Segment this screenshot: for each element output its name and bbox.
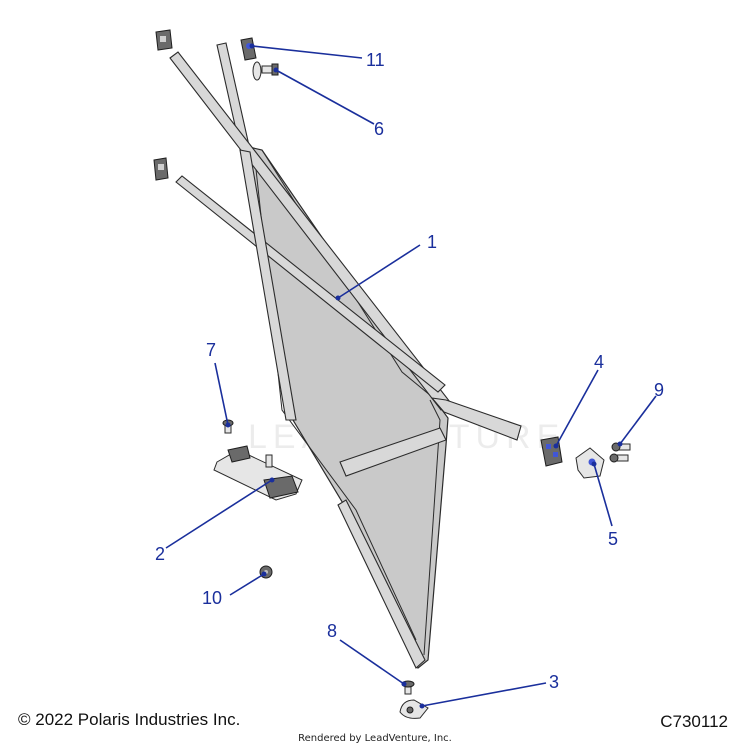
net-strap-diagonal-lower xyxy=(175,175,446,393)
callout-2: 2 xyxy=(155,544,165,564)
leader-8-dot xyxy=(401,681,407,687)
leader-7-dot xyxy=(225,422,231,428)
callout-5: 5 xyxy=(608,529,618,549)
callout-11: 11 xyxy=(366,50,385,70)
part-5-striker xyxy=(575,447,605,479)
window-net-panel xyxy=(153,29,522,669)
leader-8 xyxy=(339,639,405,685)
callout-8: 8 xyxy=(327,621,337,641)
callout-9: 9 xyxy=(654,380,664,400)
leader-10 xyxy=(229,573,265,596)
net-strap-right xyxy=(430,397,522,441)
leader-4 xyxy=(555,369,599,447)
leader-3-dot xyxy=(419,703,425,709)
net-strap-left-edge xyxy=(239,149,297,421)
leader-1 xyxy=(337,244,421,299)
net-panel-body xyxy=(239,144,449,669)
leader-5-dot xyxy=(591,461,597,467)
callout-1: 1 xyxy=(427,232,437,252)
leader-2-dot xyxy=(269,477,275,483)
buckle-upper xyxy=(155,29,173,51)
leader-1-dot xyxy=(335,295,341,301)
callout-4: 4 xyxy=(594,352,604,372)
leader-10-dot xyxy=(261,571,267,577)
callout-3: 3 xyxy=(549,672,559,692)
screw-9b-head xyxy=(609,453,619,463)
leader-6-dot xyxy=(273,67,279,73)
net-strap-cross xyxy=(339,427,447,477)
leader-11 xyxy=(251,45,363,59)
buckle-lower xyxy=(153,157,169,181)
leader-6 xyxy=(275,69,375,125)
clip-body xyxy=(240,37,257,61)
leader-4-dot xyxy=(553,443,559,449)
buckle-upper-slot xyxy=(160,36,166,42)
buckle-lower-slot xyxy=(158,164,164,170)
leader-9 xyxy=(619,395,657,445)
leader-9-dot xyxy=(617,441,623,447)
part-3-clip xyxy=(399,699,429,719)
leader-11-dot xyxy=(249,43,255,49)
screw-washer xyxy=(252,61,262,81)
callout-6: 6 xyxy=(374,119,384,139)
diagram-code: C730112 xyxy=(660,712,728,731)
latch-slot-1 xyxy=(546,444,551,449)
leader-3 xyxy=(421,682,547,707)
bracket-left-tab xyxy=(227,445,251,463)
callout-7: 7 xyxy=(206,340,216,360)
part-11-clip xyxy=(240,37,257,61)
callout-10: 10 xyxy=(202,588,222,608)
latch-slot-2 xyxy=(553,452,558,457)
rendered-by-text: Rendered by LeadVenture, Inc. xyxy=(298,733,452,744)
leader-7 xyxy=(214,362,229,426)
copyright-text: © 2022 Polaris Industries Inc. xyxy=(18,710,241,729)
leader-2 xyxy=(165,479,273,549)
bracket-stud xyxy=(265,454,273,468)
clip-3-hole xyxy=(406,706,414,714)
net-panel-right-edge xyxy=(423,399,441,656)
clip-3-body xyxy=(399,699,429,719)
callouts: 1 2 3 4 5 6 7 8 9 10 xyxy=(155,43,664,709)
net-strap-bottom-edge xyxy=(337,499,426,669)
leader-5 xyxy=(593,463,613,527)
